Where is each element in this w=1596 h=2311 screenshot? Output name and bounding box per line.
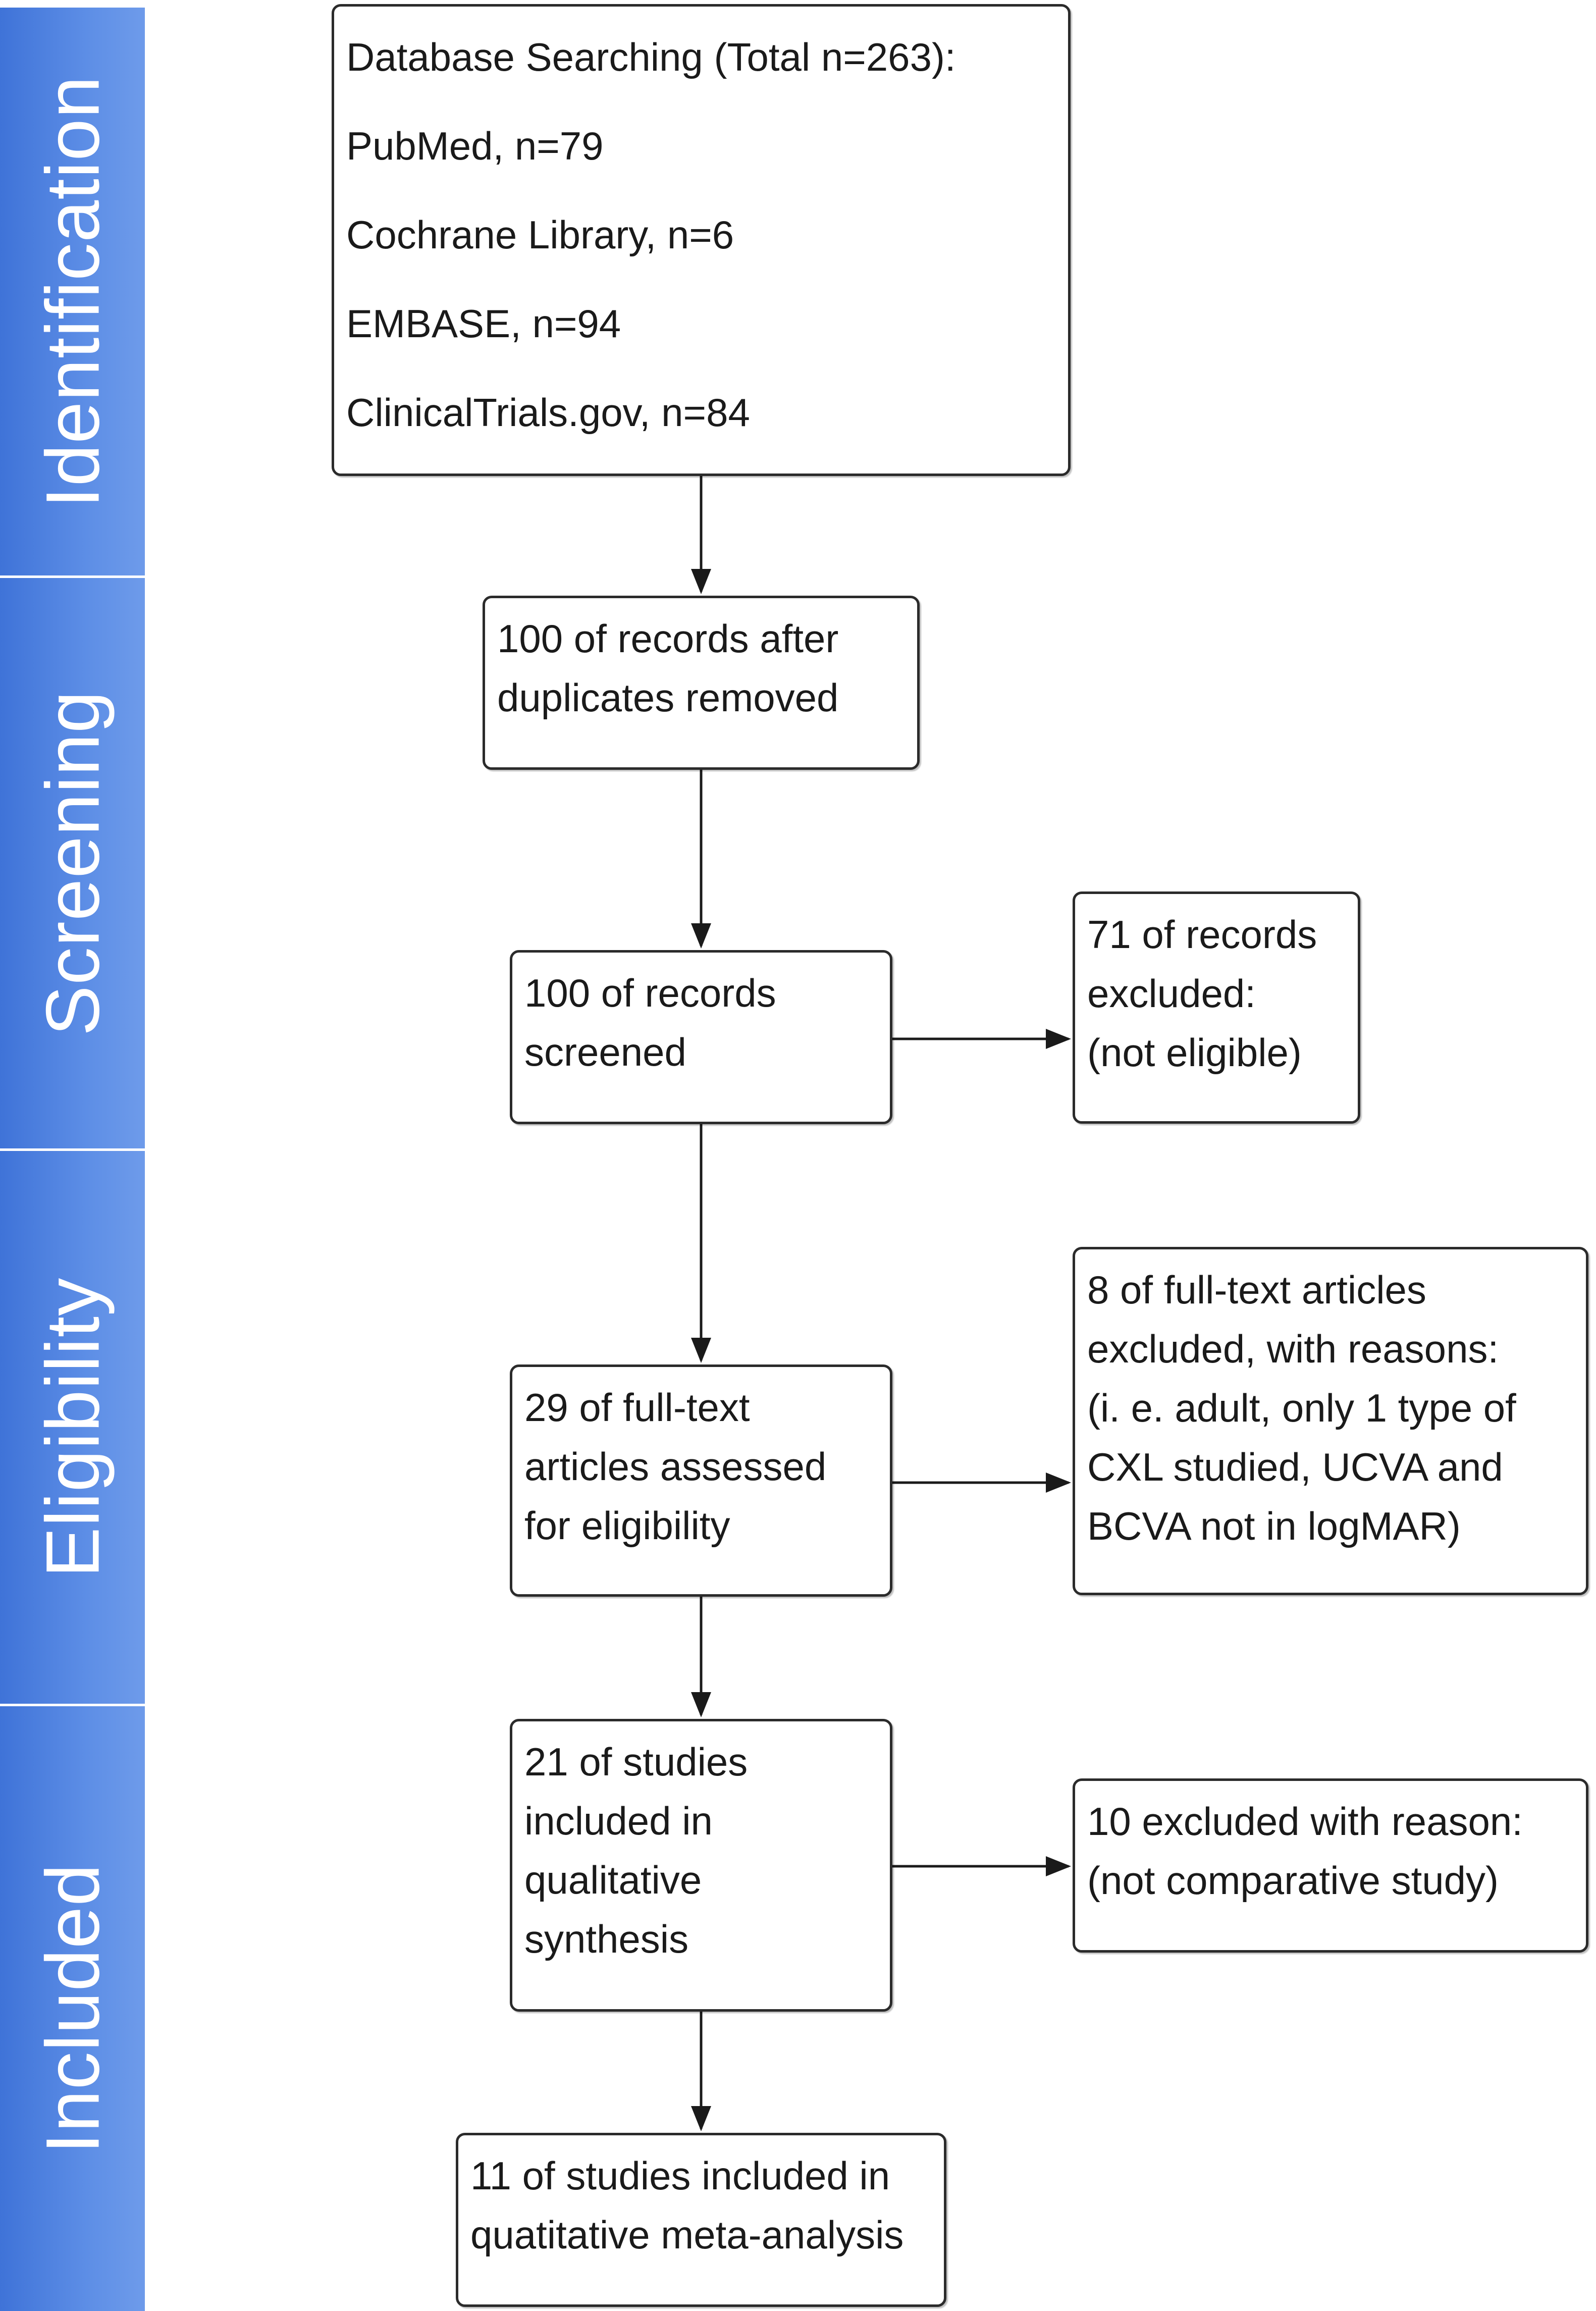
database-cochrane: Cochrane Library, n=6 (346, 213, 734, 257)
excluded-reason-box: 10 excluded with reason: (not comparativ… (1073, 1778, 1588, 1953)
meta-analysis-box: 11 of studies included in quatitative me… (456, 2133, 946, 2307)
phase-screening: Screening (0, 578, 145, 1148)
box-line: (not comparative study) (1087, 1858, 1499, 1903)
duplicates-removed-box: 100 of records after duplicates removed (483, 596, 920, 770)
box-line: excluded, with reasons: (1087, 1327, 1499, 1371)
box-line: (i. e. adult, only 1 type of (1087, 1386, 1516, 1430)
box-line: 11 of studies included in (470, 2154, 890, 2198)
database-clinicaltrials: ClinicalTrials.gov, n=84 (346, 390, 750, 435)
database-search-total: Database Searching (Total n=263): (346, 35, 956, 79)
box-line: for eligibility (524, 1503, 730, 1548)
box-line: 21 of studies (524, 1740, 748, 1784)
phase-identification: Identification (0, 8, 145, 575)
box-line: 100 of records after (497, 616, 839, 661)
box-line: screened (524, 1030, 686, 1074)
box-line: 100 of records (524, 971, 776, 1015)
box-line: BCVA not in logMAR) (1087, 1504, 1461, 1548)
box-line: qualitative (524, 1858, 702, 1902)
box-line: 8 of full-text articles (1087, 1268, 1426, 1312)
database-embase: EMBASE, n=94 (346, 301, 621, 346)
box-line: 71 of records (1087, 912, 1317, 957)
database-pubmed: PubMed, n=79 (346, 124, 604, 168)
fulltext-excluded-box: 8 of full-text articles excluded, with r… (1073, 1247, 1588, 1595)
box-line: quatitative meta-analysis (470, 2213, 904, 2257)
fulltext-assessed-box: 29 of full-text articles assessed for el… (510, 1364, 892, 1597)
box-line: included in (524, 1799, 713, 1843)
database-search-box: Database Searching (Total n=263): PubMed… (332, 4, 1071, 476)
box-line: 29 of full-text (524, 1385, 750, 1430)
box-line: 10 excluded with reason: (1087, 1799, 1523, 1844)
box-line: duplicates removed (497, 675, 839, 720)
phase-included: Included (0, 1706, 145, 2311)
qualitative-synthesis-box: 21 of studies included in qualitative sy… (510, 1719, 892, 2012)
records-screened-box: 100 of records screened (510, 950, 892, 1124)
box-line: (not eligible) (1087, 1030, 1302, 1075)
box-line: synthesis (524, 1917, 689, 1961)
records-excluded-box: 71 of records excluded: (not eligible) (1073, 891, 1360, 1124)
box-line: articles assessed (524, 1444, 827, 1489)
box-line: excluded: (1087, 971, 1256, 1016)
box-line: CXL studied, UCVA and (1087, 1445, 1503, 1489)
phase-eligibility: Eligibility (0, 1151, 145, 1704)
